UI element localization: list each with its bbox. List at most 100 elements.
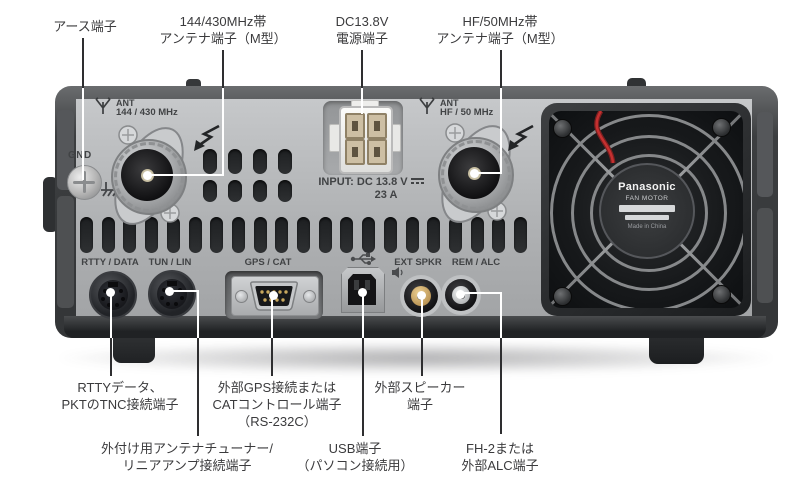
ground-icon xyxy=(101,182,118,197)
callout-line-gps-cat xyxy=(271,298,273,338)
callout-line-rem-alc xyxy=(462,292,502,294)
callout-label-tuner-linear: 外付け用アンテナチューナー/ リニアアンプ接続端子 xyxy=(100,441,274,473)
chassis-top-tab xyxy=(627,78,646,88)
vent-slot xyxy=(318,217,332,253)
vent-slot xyxy=(340,217,354,253)
callout-line-rem-alc xyxy=(500,292,502,338)
dc-pin-socket xyxy=(345,139,365,165)
callout-line-ground xyxy=(82,38,84,88)
callout-line-usb xyxy=(362,338,364,436)
callout-line-ant-vhf xyxy=(150,174,224,176)
callout-label-ground-terminal: アース端子 xyxy=(53,19,117,34)
callout-label-ext-speaker: 外部スピーカー 端子 xyxy=(374,380,466,412)
callout-line-rtty xyxy=(110,338,112,376)
vent-slot xyxy=(253,180,267,202)
dc-symbol-icon xyxy=(410,178,424,184)
callout-line-ant-vhf xyxy=(222,88,224,176)
speaker-icon xyxy=(392,267,403,278)
tun-lin-label: TUN / LIN xyxy=(148,257,192,268)
db9-screw xyxy=(303,290,316,303)
vent-slot xyxy=(275,217,289,253)
ant-hf-freq-label: HF / 50 MHz xyxy=(440,107,494,118)
vent-slot xyxy=(448,217,462,253)
callout-label-dc-power: DC13.8V 電源端子 xyxy=(335,14,389,46)
dc-pin-socket xyxy=(367,113,387,139)
fan-screw xyxy=(553,287,572,306)
vent-slot xyxy=(228,149,242,174)
fan-wire-red xyxy=(594,111,616,164)
dc-input-current-label: 23 A xyxy=(374,189,398,201)
chassis-top-tab xyxy=(186,79,201,88)
callout-line-tuner xyxy=(169,290,199,292)
vent-slot xyxy=(203,149,217,174)
callout-dot xyxy=(106,288,115,297)
callout-line-ant-hf xyxy=(477,172,502,174)
callout-label-usb: USB端子 （パソコン接続用） xyxy=(296,441,414,473)
ext-spkr-label: EXT SPKR xyxy=(394,257,442,268)
vent-slot xyxy=(123,217,137,253)
vent-slot xyxy=(297,217,310,253)
vent-slot xyxy=(231,217,245,253)
callout-dot xyxy=(143,171,152,180)
vent-slot xyxy=(362,217,376,253)
chassis-bottom-edge xyxy=(64,316,766,338)
gps-cat-label: GPS / CAT xyxy=(244,257,292,268)
fan-model-bar xyxy=(619,205,675,212)
fan-hub-label: Panasonic FAN MOTOR Made in China xyxy=(599,163,695,259)
vent-slot xyxy=(405,217,419,253)
vent-slot xyxy=(203,180,217,202)
rtty-data-label: RTTY / DATA xyxy=(81,257,139,268)
callout-dot xyxy=(470,169,479,178)
callout-line-ext-spkr xyxy=(421,338,423,376)
carry-handle-bracket xyxy=(43,177,58,232)
vent-slot xyxy=(383,217,397,253)
vent-slot xyxy=(228,180,242,202)
callout-line-tuner xyxy=(197,290,199,338)
usb-icon xyxy=(350,253,376,265)
db9-screw xyxy=(235,290,248,303)
fan-sub-label: FAN MOTOR xyxy=(625,195,669,202)
vent-slot xyxy=(253,149,267,174)
callout-line-ant-hf xyxy=(500,88,502,174)
callout-dot xyxy=(417,291,426,300)
vent-slot xyxy=(101,217,115,253)
callout-label-rtty-tnc: RTTYデータ、 PKTのTNC接続端子 xyxy=(61,380,179,412)
fan-screw xyxy=(553,119,572,138)
callout-line-usb xyxy=(362,294,364,338)
antenna-icon xyxy=(95,97,111,114)
callout-line-ant-hf xyxy=(500,50,502,88)
callout-dot xyxy=(165,287,174,296)
gnd-label: GND xyxy=(68,150,92,161)
callout-line-rem-alc xyxy=(500,338,502,434)
ground-screw-terminal[interactable] xyxy=(67,165,102,200)
callout-line-dc xyxy=(361,50,363,88)
callout-line-tuner xyxy=(197,338,199,436)
rem-alc-label: REM / ALC xyxy=(451,257,501,268)
fan-grill-ring xyxy=(571,135,727,291)
callout-line-gps-cat xyxy=(271,338,273,376)
fan-grill-ring xyxy=(590,154,708,272)
ant-hf-label: ANT xyxy=(440,98,459,108)
vent-slot xyxy=(80,217,93,253)
fan-model-bar xyxy=(625,215,669,220)
lightning-icon xyxy=(508,124,534,151)
callout-line-ground xyxy=(82,88,84,180)
chassis-right-trim xyxy=(757,112,773,197)
callout-label-gps-cat: 外部GPS接続または CATコントロール端子 （RS-232C） xyxy=(212,380,342,429)
ant-vhf-freq-label: 144 / 430 MHz xyxy=(116,107,178,118)
vent-slot xyxy=(188,217,202,253)
vent-slot xyxy=(427,217,441,253)
vent-slot xyxy=(278,180,292,202)
callout-line-ext-spkr xyxy=(421,297,423,338)
chassis-left-trim xyxy=(57,196,74,308)
callout-line-dc xyxy=(361,88,363,114)
chassis-left-trim xyxy=(57,110,74,190)
vent-slot xyxy=(145,217,159,253)
lightning-icon xyxy=(194,124,220,151)
vent-slot xyxy=(278,149,292,174)
dc-pin-socket xyxy=(367,139,387,165)
fan-origin: Made in China xyxy=(627,224,667,230)
callout-dot xyxy=(358,288,367,297)
callout-label-ant-144-430: 144/430MHz帯 アンテナ端子（M型） xyxy=(159,14,287,46)
